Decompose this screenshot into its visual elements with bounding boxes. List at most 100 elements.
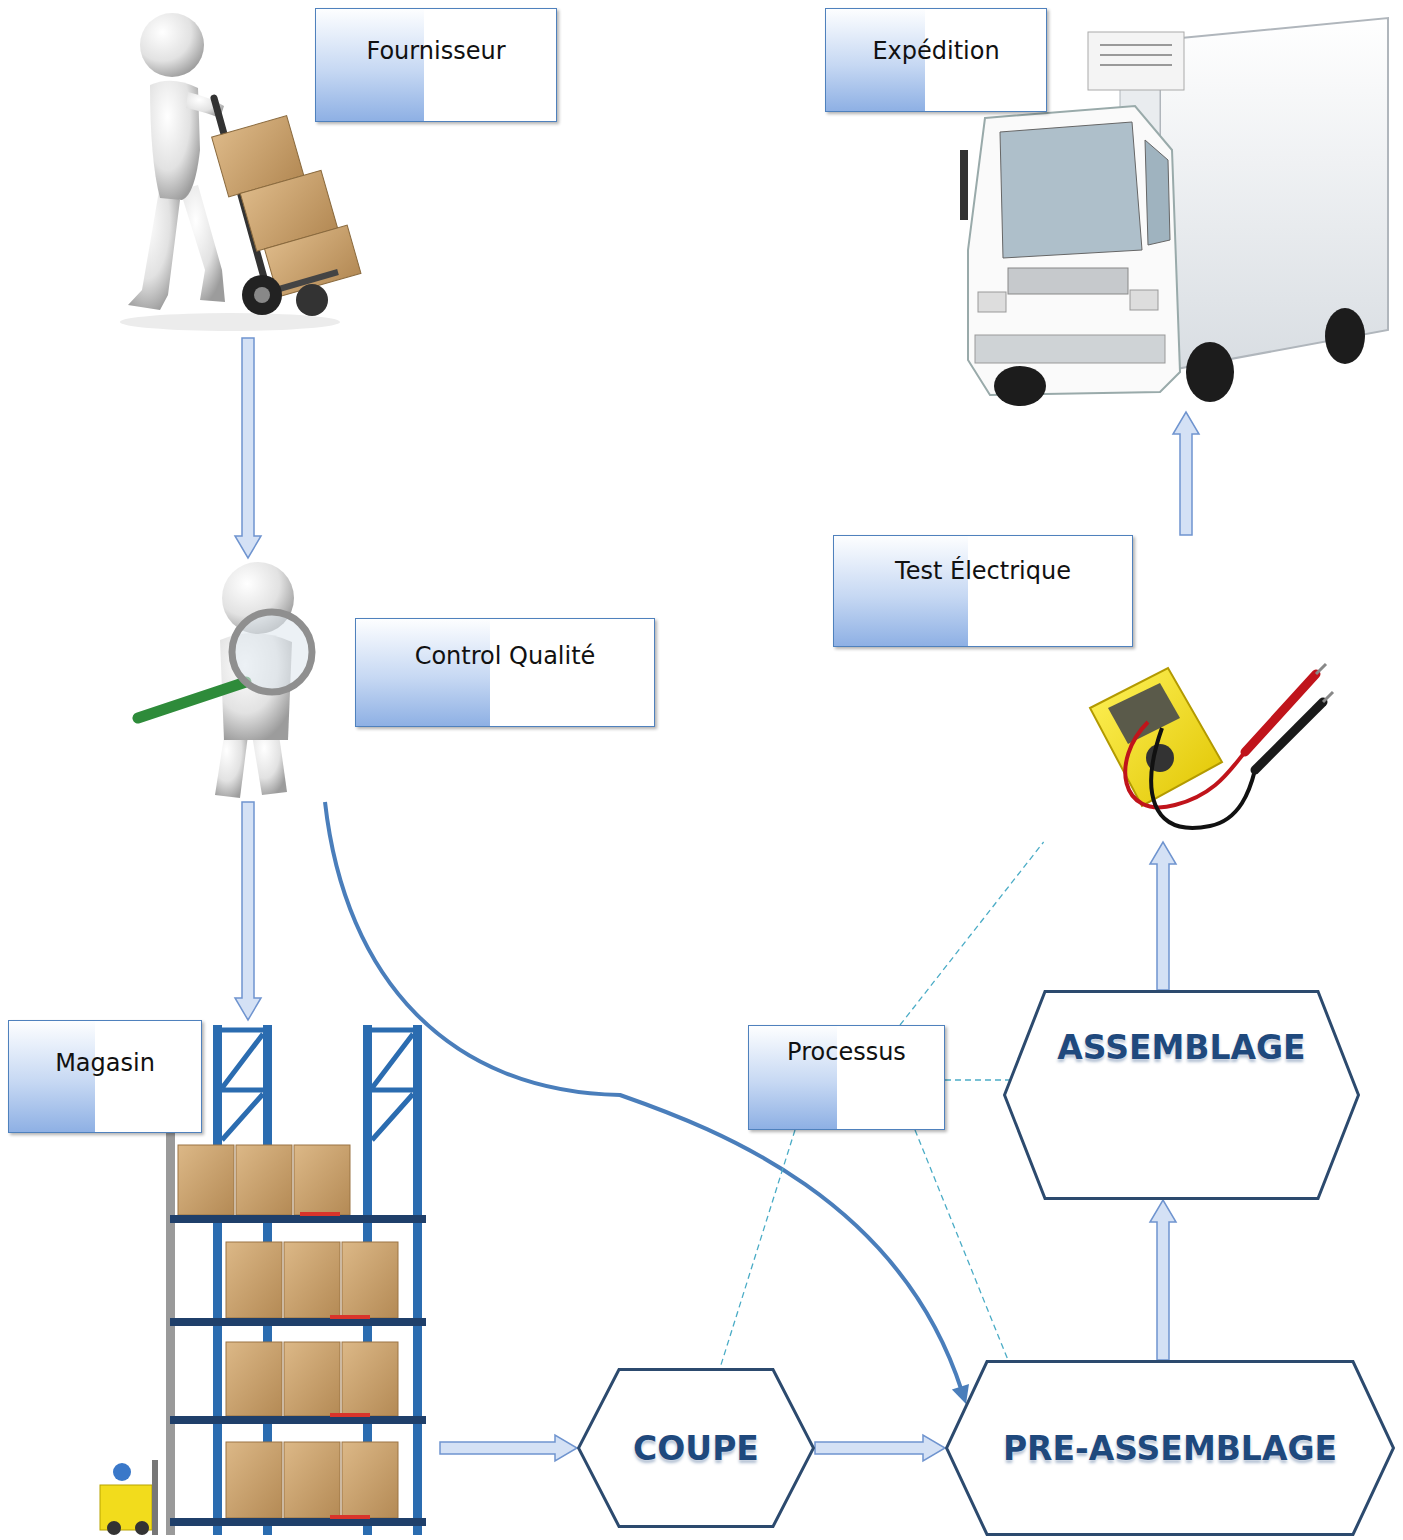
delivery-truck-part [1145, 140, 1170, 245]
inspector-figure [138, 562, 312, 798]
block-arrow-body [1173, 412, 1199, 535]
box-label: Test Électrique [895, 557, 1071, 585]
warehouse-rack-part [213, 1025, 222, 1535]
supplier-figure-part [128, 185, 180, 310]
multimeter-part [1316, 664, 1326, 674]
inspector-figure-part [232, 612, 312, 692]
block-arrow [235, 338, 261, 558]
delivery-truck-part [978, 292, 1006, 312]
process-label: COUPE [633, 1429, 759, 1468]
block-arrow-body [440, 1435, 577, 1461]
process-box: Processus [748, 1025, 945, 1130]
label-box: Test Électrique [833, 535, 1133, 647]
delivery-truck-part [975, 335, 1165, 363]
block-arrow-body [1150, 842, 1176, 990]
supplier-figure-part [140, 13, 204, 77]
box-label: Fournisseur [366, 37, 505, 65]
warehouse-rack-part [170, 1416, 426, 1424]
process-label: ASSEMBLAGE [1057, 1028, 1305, 1067]
block-arrow [815, 1435, 945, 1461]
dashed-link-line [720, 1130, 795, 1368]
delivery-truck-part [1000, 122, 1142, 258]
multimeter-part [1323, 692, 1333, 702]
multimeter-part [1108, 683, 1180, 744]
label-box: Magasin [8, 1020, 202, 1133]
warehouse-rack-part [330, 1515, 370, 1519]
block-arrow [235, 802, 261, 1020]
warehouse-rack-part [413, 1025, 422, 1535]
warehouse-rack-part [342, 1242, 398, 1318]
curved-arrow-line [325, 802, 962, 1391]
box-label: Magasin [55, 1049, 155, 1077]
block-arrow [1150, 1200, 1176, 1360]
warehouse-rack-part [330, 1413, 370, 1417]
warehouse-rack-part [284, 1442, 340, 1518]
warehouse-rack-part [342, 1442, 398, 1518]
warehouse-rack-part [342, 1342, 398, 1416]
warehouse-rack-part [226, 1342, 282, 1416]
box-label: Expédition [872, 37, 999, 65]
dashed-link-line [915, 1130, 1008, 1360]
hexagon-outline [579, 1370, 814, 1527]
warehouse-rack-part [170, 1215, 426, 1223]
block-arrow [1150, 842, 1176, 990]
block-arrow [1173, 412, 1199, 535]
process-hexagon: PRE-ASSEMBLAGE [945, 1360, 1395, 1536]
warehouse-rack-part [284, 1342, 340, 1416]
forklift [100, 1460, 158, 1535]
delivery-truck-part [1186, 342, 1234, 402]
warehouse-rack-part [236, 1145, 292, 1215]
supplier-figure-part [120, 313, 340, 331]
delivery-truck-part [1008, 268, 1128, 294]
delivery-truck-part [994, 366, 1046, 406]
delivery-truck-part [1130, 290, 1158, 310]
warehouse-rack-part [166, 1130, 175, 1535]
dashed-link [720, 1130, 795, 1368]
hexagon-outline [1003, 990, 1360, 1200]
warehouse-rack-part [170, 1518, 426, 1526]
warehouse-rack-part [226, 1442, 282, 1518]
supplier-figure-part [180, 185, 225, 302]
warehouse-rack-part [372, 1030, 413, 1140]
multimeter [1090, 664, 1333, 828]
supplier-figure-part [254, 287, 270, 303]
dashed-link-line [945, 1079, 1009, 1080]
curved-arrow [325, 802, 969, 1404]
dashed-link-line [900, 842, 1044, 1025]
supplier-figure-part [296, 284, 328, 316]
quality-node: Control Qualité [128, 558, 655, 802]
label-box: Expédition [825, 8, 1047, 112]
multimeter-part [1125, 722, 1245, 807]
process-label: PRE-ASSEMBLAGE [1003, 1429, 1337, 1468]
forklift-part [107, 1521, 121, 1535]
supplier-node: Fournisseur [128, 8, 557, 338]
label-box: Fournisseur [315, 8, 557, 122]
multimeter-part [1151, 728, 1255, 828]
forklift-part [135, 1521, 149, 1535]
warehouse-rack-part [330, 1315, 370, 1319]
multimeter-part [1255, 702, 1323, 770]
inspector-figure-part [215, 730, 248, 798]
test-node: Test Électrique [833, 535, 1335, 842]
process-hexagon: ASSEMBLAGE [1003, 990, 1360, 1200]
warehouse-rack-part [178, 1145, 234, 1215]
inspector-figure-part [138, 682, 246, 718]
warehouse-rack-part [294, 1145, 350, 1215]
delivery-truck-part [1100, 45, 1172, 65]
block-arrow-body [815, 1435, 945, 1461]
forklift-part [152, 1460, 158, 1535]
warehouse-rack-part [300, 1212, 340, 1216]
dashed-link [945, 1079, 1009, 1080]
box-label: Control Qualité [415, 642, 596, 670]
warehouse-rack-part [226, 1242, 282, 1318]
warehouse-rack [166, 1025, 426, 1535]
box-label: Processus [787, 1038, 906, 1066]
hexagon-outline [1005, 992, 1359, 1199]
label-box: Control Qualité [355, 618, 655, 727]
warehouse-rack-part [222, 1030, 263, 1140]
warehouse-node: Magasin [8, 1020, 440, 1535]
multimeter-part [1090, 668, 1222, 806]
warehouse-rack-part [284, 1242, 340, 1318]
